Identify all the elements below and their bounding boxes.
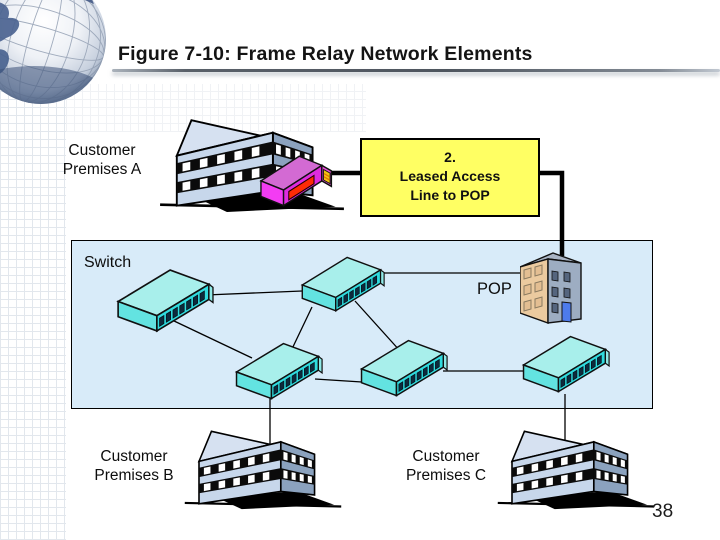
switch-3-icon (231, 339, 323, 405)
label-premises-c: Customer Premises C (384, 448, 508, 486)
callout-line1: 2. (444, 149, 456, 165)
title-separator (112, 69, 720, 72)
switch-1-icon (112, 265, 214, 338)
switch-5-icon (518, 332, 610, 398)
top-texture-pattern (66, 84, 366, 132)
label-premises-a-line2: Premises A (62, 160, 142, 178)
callout-line2: Leased Access (399, 168, 501, 184)
label-premises-c-line2: Premises C (405, 466, 487, 484)
building-premises-c-icon (496, 426, 656, 510)
pop-building-icon (520, 251, 584, 329)
label-premises-a: Customer Premises A (40, 142, 164, 180)
callout-line3: Line to POP (410, 187, 490, 203)
label-premises-a-line1: Customer (68, 142, 136, 159)
switch-2-icon (297, 253, 385, 317)
label-premises-b: Customer Premises B (72, 448, 196, 486)
callout-leased-access-line: 2. Leased Access Line to POP (360, 138, 540, 217)
label-premises-b-line2: Premises B (94, 466, 174, 484)
slide-title: Figure 7-10: Frame Relay Network Element… (118, 43, 533, 65)
label-premises-c-line1: Customer (412, 448, 480, 465)
label-premises-b-line1: Customer (100, 448, 168, 465)
switch-4-icon (356, 336, 448, 402)
globe-logo (0, 0, 108, 106)
access-device-icon (254, 148, 334, 212)
building-premises-b-icon (183, 426, 343, 510)
label-switch: Switch (84, 254, 132, 271)
label-pop: POP (477, 280, 512, 298)
page-number: 38 (652, 501, 674, 522)
